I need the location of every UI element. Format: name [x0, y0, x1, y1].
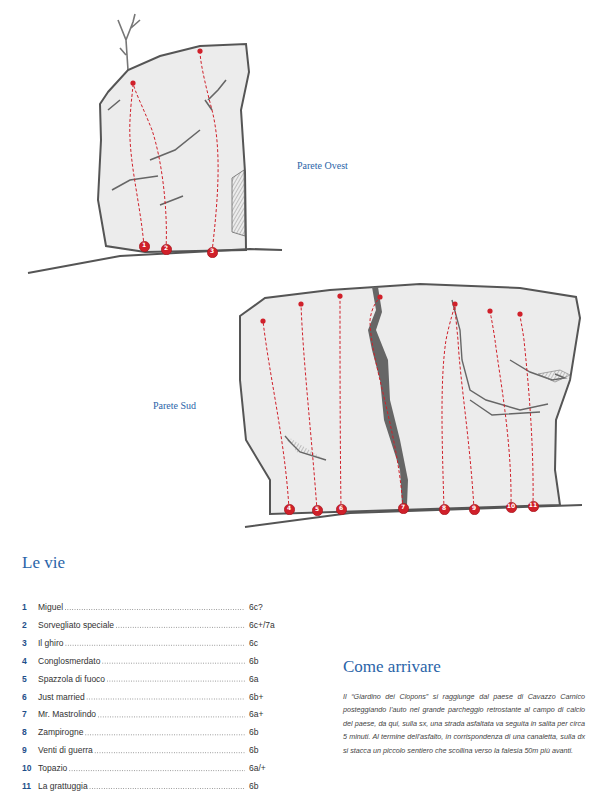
route-start-marker: 11 [528, 501, 539, 512]
route-name: Venti di guerra [38, 746, 93, 755]
dot-leader [102, 663, 245, 664]
callout-number: 6 [336, 504, 347, 515]
dot-leader [65, 609, 245, 610]
route-number: 3 [22, 639, 27, 648]
route-name: La grattuggia [38, 782, 88, 791]
dot-leader [66, 645, 245, 646]
route-number: 5 [22, 675, 27, 684]
callout-number: 7 [398, 503, 409, 514]
route-start-marker: 7 [398, 503, 409, 514]
callout-number: 8 [439, 504, 450, 515]
section-heading: Le vie [22, 554, 65, 571]
route-name: Spazzola di fuoco [38, 675, 105, 684]
callout-number: 4 [284, 504, 295, 515]
route-number: 4 [22, 657, 27, 666]
wall-name: Parete Sud [153, 401, 196, 411]
route-grade: 6a [249, 675, 258, 684]
dot-leader [95, 752, 245, 753]
dot-leader [116, 627, 245, 628]
route-start-marker: 5 [312, 505, 323, 516]
callout-number: 2 [161, 244, 172, 255]
wall-name: Parete Ovest [297, 161, 348, 171]
callout-number: 9 [469, 504, 480, 515]
route-start-marker: 4 [284, 504, 295, 515]
route-start-marker: 8 [439, 504, 450, 515]
route-grade: 6c+/7a [249, 621, 275, 630]
route-start-marker: 3 [207, 247, 218, 258]
route-name: Just married [38, 693, 85, 702]
dot-leader [98, 716, 245, 717]
route-number: 10 [22, 764, 31, 773]
route-start-marker: 1 [139, 241, 150, 252]
route-number: 11 [22, 782, 31, 791]
route-grade: 6b [249, 728, 258, 737]
route-start-marker: 9 [469, 504, 480, 515]
west-wall [28, 14, 282, 273]
dot-leader [69, 770, 245, 771]
callout-number: 10 [506, 502, 517, 513]
route-name: Topazio [38, 764, 67, 773]
callout-number: 11 [528, 501, 539, 512]
route-number: 2 [22, 621, 27, 630]
dot-leader [90, 788, 245, 789]
callout-number: 5 [312, 505, 323, 516]
route-name: Mr. Mastrolindo [38, 710, 96, 719]
route-start-marker: 2 [161, 244, 172, 255]
route-grade: 6b [249, 657, 258, 666]
route-start-marker: 6 [336, 504, 347, 515]
route-name: Zampirogne [38, 728, 83, 737]
route-grade: 6a+ [249, 710, 263, 719]
route-number: 7 [22, 710, 27, 719]
access-text: Il “Giardino dei Clopons” si raggiunge d… [343, 690, 585, 757]
route-name: Conglosmerdato [38, 657, 100, 666]
route-start-marker: 10 [506, 502, 517, 513]
route-grade: 6b [249, 782, 258, 791]
section-heading: Come arrivare [343, 658, 441, 675]
south-wall [240, 284, 582, 527]
route-number: 1 [22, 603, 27, 612]
callout-number: 1 [139, 241, 150, 252]
dot-leader [87, 699, 245, 700]
route-number: 6 [22, 693, 27, 702]
route-grade: 6b+ [249, 693, 263, 702]
route-name: Miguel [38, 603, 63, 612]
route-number: 9 [22, 746, 27, 755]
route-grade: 6a/+ [249, 764, 266, 773]
route-number: 8 [22, 728, 27, 737]
route-grade: 6c? [249, 603, 263, 612]
callout-number: 3 [207, 247, 218, 258]
dot-leader [107, 681, 245, 682]
route-name: Sorvegliato speciale [38, 621, 114, 630]
route-grade: 6b [249, 746, 258, 755]
dot-leader [85, 734, 245, 735]
route-grade: 6c [249, 639, 258, 648]
route-name: Il ghiro [38, 639, 64, 648]
